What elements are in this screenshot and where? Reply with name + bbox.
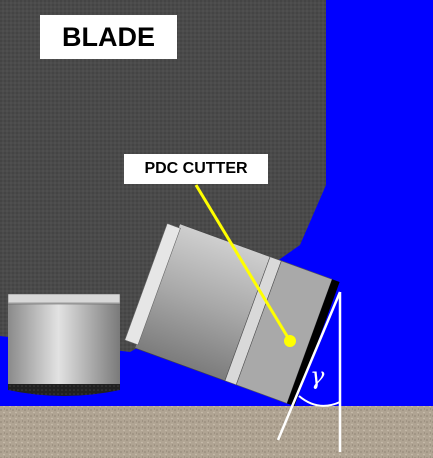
pdc-cutter-label: PDC CUTTER bbox=[124, 154, 268, 184]
rake-angle-arc bbox=[298, 395, 341, 407]
diamond-table bbox=[286, 279, 340, 407]
formation-rock bbox=[0, 406, 433, 458]
pdc-cutter bbox=[124, 223, 340, 407]
backup-cutter bbox=[7, 293, 121, 396]
leader-dot bbox=[284, 335, 296, 347]
leader-line bbox=[194, 184, 292, 342]
rake-angle-symbol: γ bbox=[310, 362, 325, 390]
blade-label: BLADE bbox=[40, 15, 177, 59]
cutter-face-line bbox=[276, 291, 342, 441]
